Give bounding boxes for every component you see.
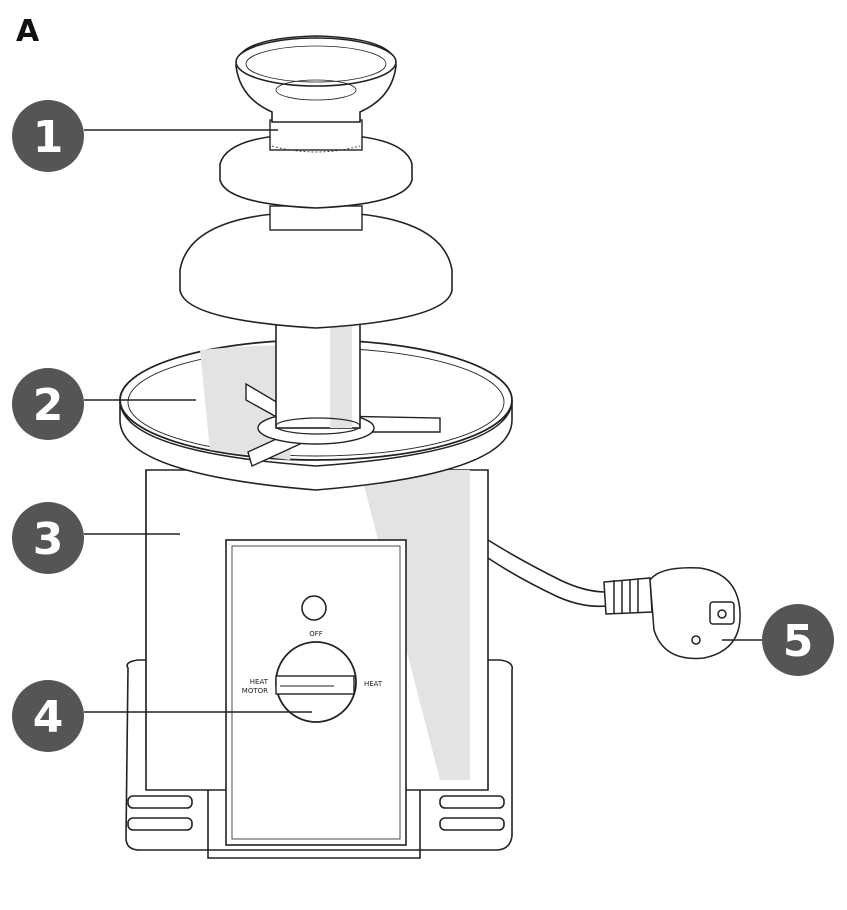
svg-text:4: 4 — [33, 692, 64, 743]
figure-letter: A — [16, 14, 39, 49]
tier-medium — [220, 120, 412, 208]
tower-column — [276, 320, 360, 434]
control-panel: OFF HEAT MOTOR HEAT — [226, 540, 406, 845]
svg-text:5: 5 — [783, 616, 814, 667]
dial-label-heat: HEAT — [364, 680, 383, 688]
indicator-light — [302, 596, 326, 620]
svg-text:3: 3 — [33, 514, 64, 565]
callout-5: 5 — [762, 604, 834, 676]
dial-label-heat-motor-1: HEAT — [250, 678, 269, 686]
callout-4: 4 — [12, 680, 84, 752]
dial-label-off: OFF — [309, 630, 323, 638]
svg-text:2: 2 — [33, 380, 64, 431]
top-cup — [236, 36, 396, 122]
callout-3: 3 — [12, 502, 84, 574]
dial-label-heat-motor-2: MOTOR — [242, 687, 268, 695]
svg-text:1: 1 — [33, 112, 64, 163]
power-cord — [488, 540, 606, 606]
callout-2: 2 — [12, 368, 84, 440]
callout-1: 1 — [12, 100, 84, 172]
power-plug-drawing — [604, 568, 740, 659]
tier-large — [180, 206, 452, 328]
